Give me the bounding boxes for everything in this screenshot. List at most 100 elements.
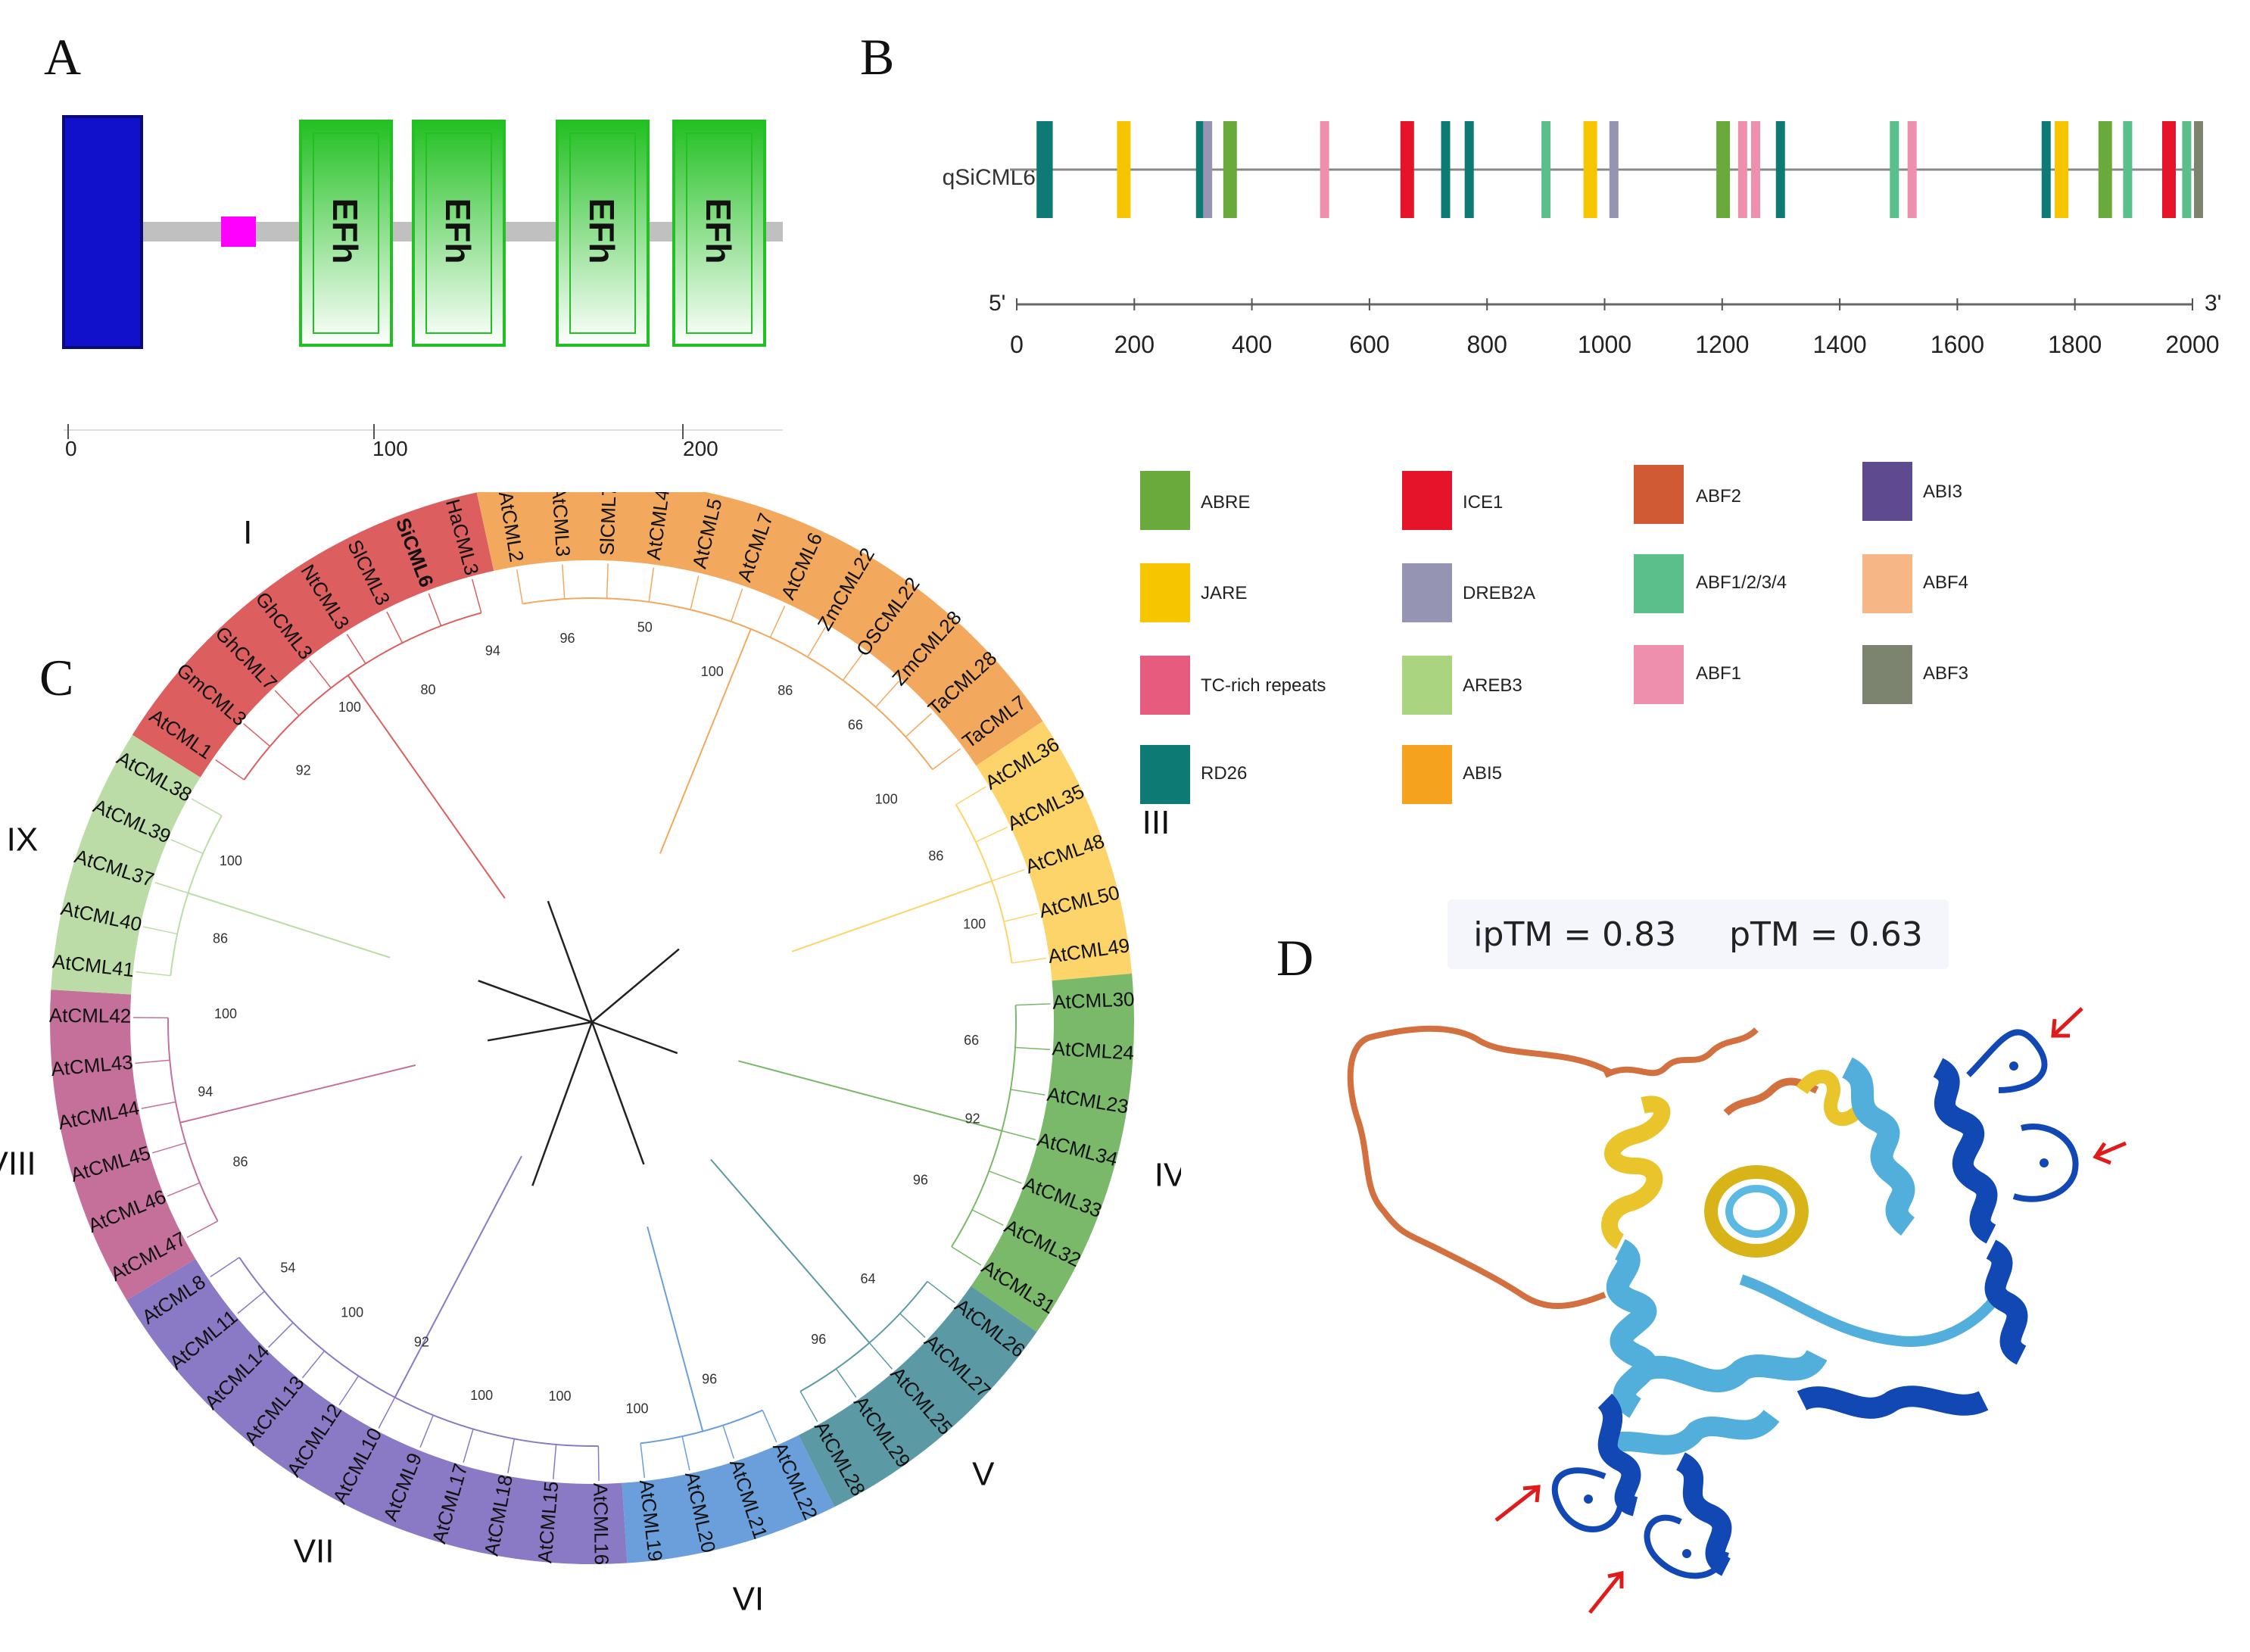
leaf-branch — [799, 1391, 818, 1423]
core-branch — [531, 1021, 594, 1186]
bootstrap-value: 54 — [280, 1260, 295, 1275]
element-bar — [1716, 121, 1731, 218]
coil-inner — [1725, 1185, 1787, 1238]
core-branch — [547, 900, 594, 1023]
clade-label: V — [972, 1456, 995, 1493]
efh-domain-3: EFh — [556, 120, 650, 347]
legend-label-abi5: ABI5 — [1463, 763, 1503, 784]
clade-label: III — [1142, 804, 1170, 841]
legend-swatch-abi3 — [1862, 462, 1912, 521]
clade-arc — [243, 612, 481, 781]
dark-blue-helix-5 — [1675, 1452, 1732, 1576]
legend-swatch-dreb2a — [1402, 563, 1452, 622]
axis-tick-label: 1600 — [1931, 331, 1984, 358]
bootstrap-value: 100 — [625, 1401, 648, 1417]
bootstrap-value: 66 — [964, 1033, 979, 1048]
bootstrap-value: 92 — [296, 763, 311, 778]
ca-loop-3 — [1551, 1467, 1623, 1532]
clade-arc — [640, 1409, 763, 1445]
clade-band — [50, 990, 196, 1301]
leaf-label: SlCML7 — [595, 492, 620, 556]
axis-tick-label: 0 — [1010, 331, 1024, 358]
element-bar — [1464, 121, 1474, 218]
leaf-branch — [386, 611, 404, 644]
ptm-score: pTM = 0.63 — [1729, 915, 1923, 954]
bootstrap-value: 100 — [963, 917, 986, 932]
legend-swatch-abf2 — [1634, 465, 1684, 524]
leaf-branch — [243, 723, 271, 747]
leaf-label: AtCML3 — [547, 492, 575, 557]
clade-band — [622, 1435, 835, 1563]
leaf-branch — [309, 660, 332, 689]
bootstrap-value: 64 — [861, 1271, 876, 1286]
clade-arc — [951, 1005, 1017, 1248]
core-branch — [591, 948, 680, 1023]
axis-tick-label: 200 — [1114, 331, 1155, 358]
leaf-branch — [991, 868, 1025, 882]
yellow-helix-coil — [1704, 1165, 1809, 1258]
dark-blue-helix-2 — [1984, 1239, 2028, 1365]
leaf-branch — [1003, 912, 1038, 922]
element-bar — [1320, 121, 1329, 218]
light-blue-helix-3 — [1739, 1274, 2003, 1347]
bootstrap-value: 100 — [214, 1006, 237, 1021]
efh-label-1: EFh — [326, 198, 365, 264]
leaf-branch — [215, 759, 245, 781]
panel-letter-c: C — [39, 649, 74, 706]
bootstrap-value: 96 — [913, 1172, 928, 1187]
ca-loop-2 — [2012, 1124, 2079, 1202]
element-bar — [1441, 121, 1451, 218]
leaf-branch — [507, 1438, 515, 1473]
leaf-branch — [875, 681, 900, 708]
element-bar — [1400, 121, 1414, 218]
arrow-4 — [1588, 1570, 1624, 1614]
axis-tick-label: 1200 — [1695, 331, 1749, 358]
leaf-branch — [237, 1291, 265, 1314]
bootstrap-value: 100 — [220, 853, 242, 868]
leaf-branch — [186, 1220, 218, 1239]
core-branch — [591, 1021, 645, 1165]
protein-structure-model — [1347, 1007, 2127, 1614]
legend-swatch-rd26 — [1140, 745, 1190, 804]
bootstrap-value: 92 — [965, 1111, 980, 1126]
clade-band — [476, 492, 1043, 766]
element-bar — [1223, 121, 1237, 218]
leaf-branch — [640, 1443, 646, 1479]
leaf-branch — [471, 578, 482, 613]
clade-band — [126, 1258, 628, 1564]
bootstrap-value: 94 — [485, 643, 500, 658]
leaf-branch — [561, 564, 566, 600]
leaf-branch — [419, 1414, 434, 1448]
leaf-branch — [932, 748, 961, 770]
efh-domain-1: EFh — [299, 120, 393, 347]
legend-label-tc-rich: TC-rich repeats — [1201, 675, 1326, 696]
bootstrap-value: 66 — [848, 718, 863, 733]
clade-band — [798, 1286, 1037, 1507]
leaf-branch — [690, 575, 700, 610]
panel-letter-a: A — [44, 28, 82, 86]
leaf-branch — [136, 971, 171, 977]
calcium-ion-4 — [1682, 1549, 1691, 1558]
core-branch — [478, 980, 593, 1024]
leaf-branch — [975, 826, 1008, 843]
element-bar — [1203, 121, 1213, 218]
yellow-helix-1 — [1601, 1096, 1671, 1249]
clade-stem — [647, 1227, 704, 1432]
leaf-branch — [301, 1350, 326, 1379]
leaf-label: AtCML30 — [1052, 987, 1136, 1013]
element-bar — [1583, 121, 1597, 218]
efh-domain-4: EFh — [672, 120, 766, 347]
clade-stem — [394, 1155, 522, 1398]
leaf-label: AtCML16 — [589, 1482, 613, 1565]
element-bar — [2098, 121, 2112, 218]
bootstrap-value: 100 — [548, 1389, 571, 1404]
legend-swatch-abf3 — [1862, 645, 1912, 704]
clade-label: VII — [294, 1532, 335, 1569]
leaf-branch — [1010, 1089, 1046, 1096]
leaf-branch — [268, 1322, 294, 1348]
leaf-label: AtCML42 — [49, 1004, 132, 1027]
leaf-branch — [210, 1257, 240, 1277]
leaf-branch — [762, 1410, 778, 1443]
